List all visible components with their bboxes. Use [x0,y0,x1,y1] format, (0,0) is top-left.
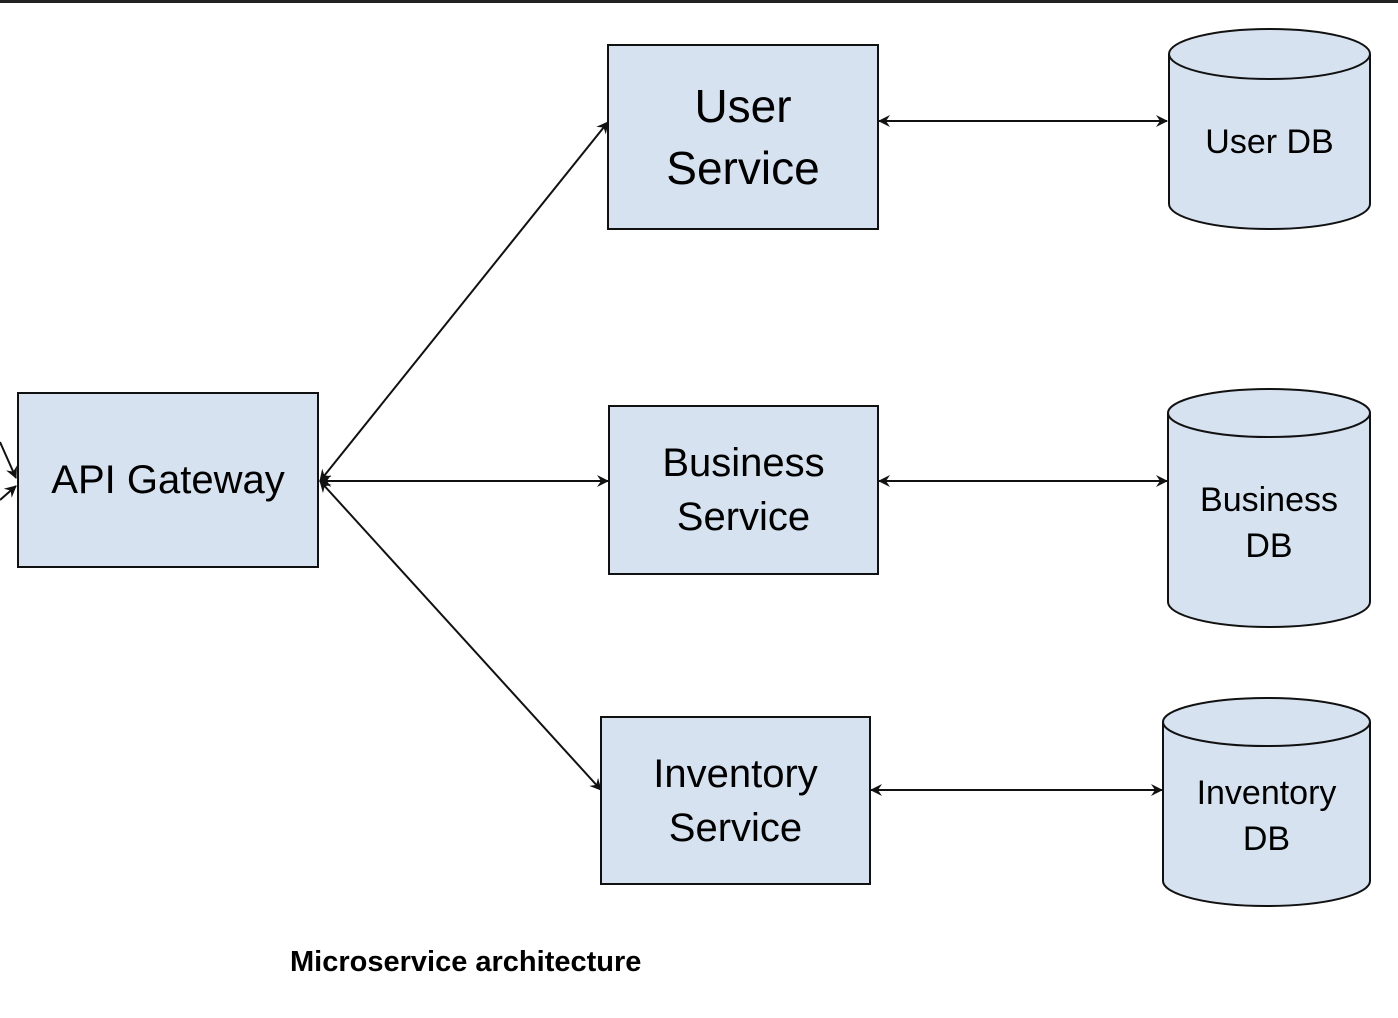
diagram-caption: Microservice architecture [290,946,642,978]
inventory-db-label-line1: Inventory [1196,774,1337,812]
user-db-node[interactable]: User DB [1168,28,1371,230]
inventory-db-label-line2: DB [1242,820,1291,858]
edge-gateway-inventory-service [319,480,602,791]
business-service-node[interactable]: Business Service [608,405,879,575]
user-service-label-line2: Service [666,142,820,194]
user-service-node[interactable]: User Service [607,44,879,230]
edge-gateway-user-service [319,121,609,482]
business-db-label-line2: DB [1245,527,1293,565]
top-divider [0,0,1398,3]
database-cylinder-icon [1168,28,1371,230]
inventory-db-node[interactable]: Inventory DB [1162,697,1371,907]
incoming-edge-lower [0,485,17,501]
business-db-label-line1: Business [1200,481,1338,519]
api-gateway-node[interactable]: API Gateway [17,392,319,568]
api-gateway-label: API Gateway [51,458,285,502]
database-cylinder-icon [1167,388,1371,628]
business-service-label-line2: Service [676,495,811,539]
business-db-node[interactable]: Business DB [1167,388,1371,628]
business-service-label-line1: Business [662,441,825,485]
user-db-label: User DB [1205,123,1334,161]
inventory-service-label-line2: Service [668,805,803,850]
user-service-label-line1: User [694,80,792,132]
inventory-service-node[interactable]: Inventory Service [600,716,871,885]
database-cylinder-icon [1162,697,1371,907]
inventory-service-label-line1: Inventory [653,751,818,796]
incoming-edge-upper [0,441,18,479]
